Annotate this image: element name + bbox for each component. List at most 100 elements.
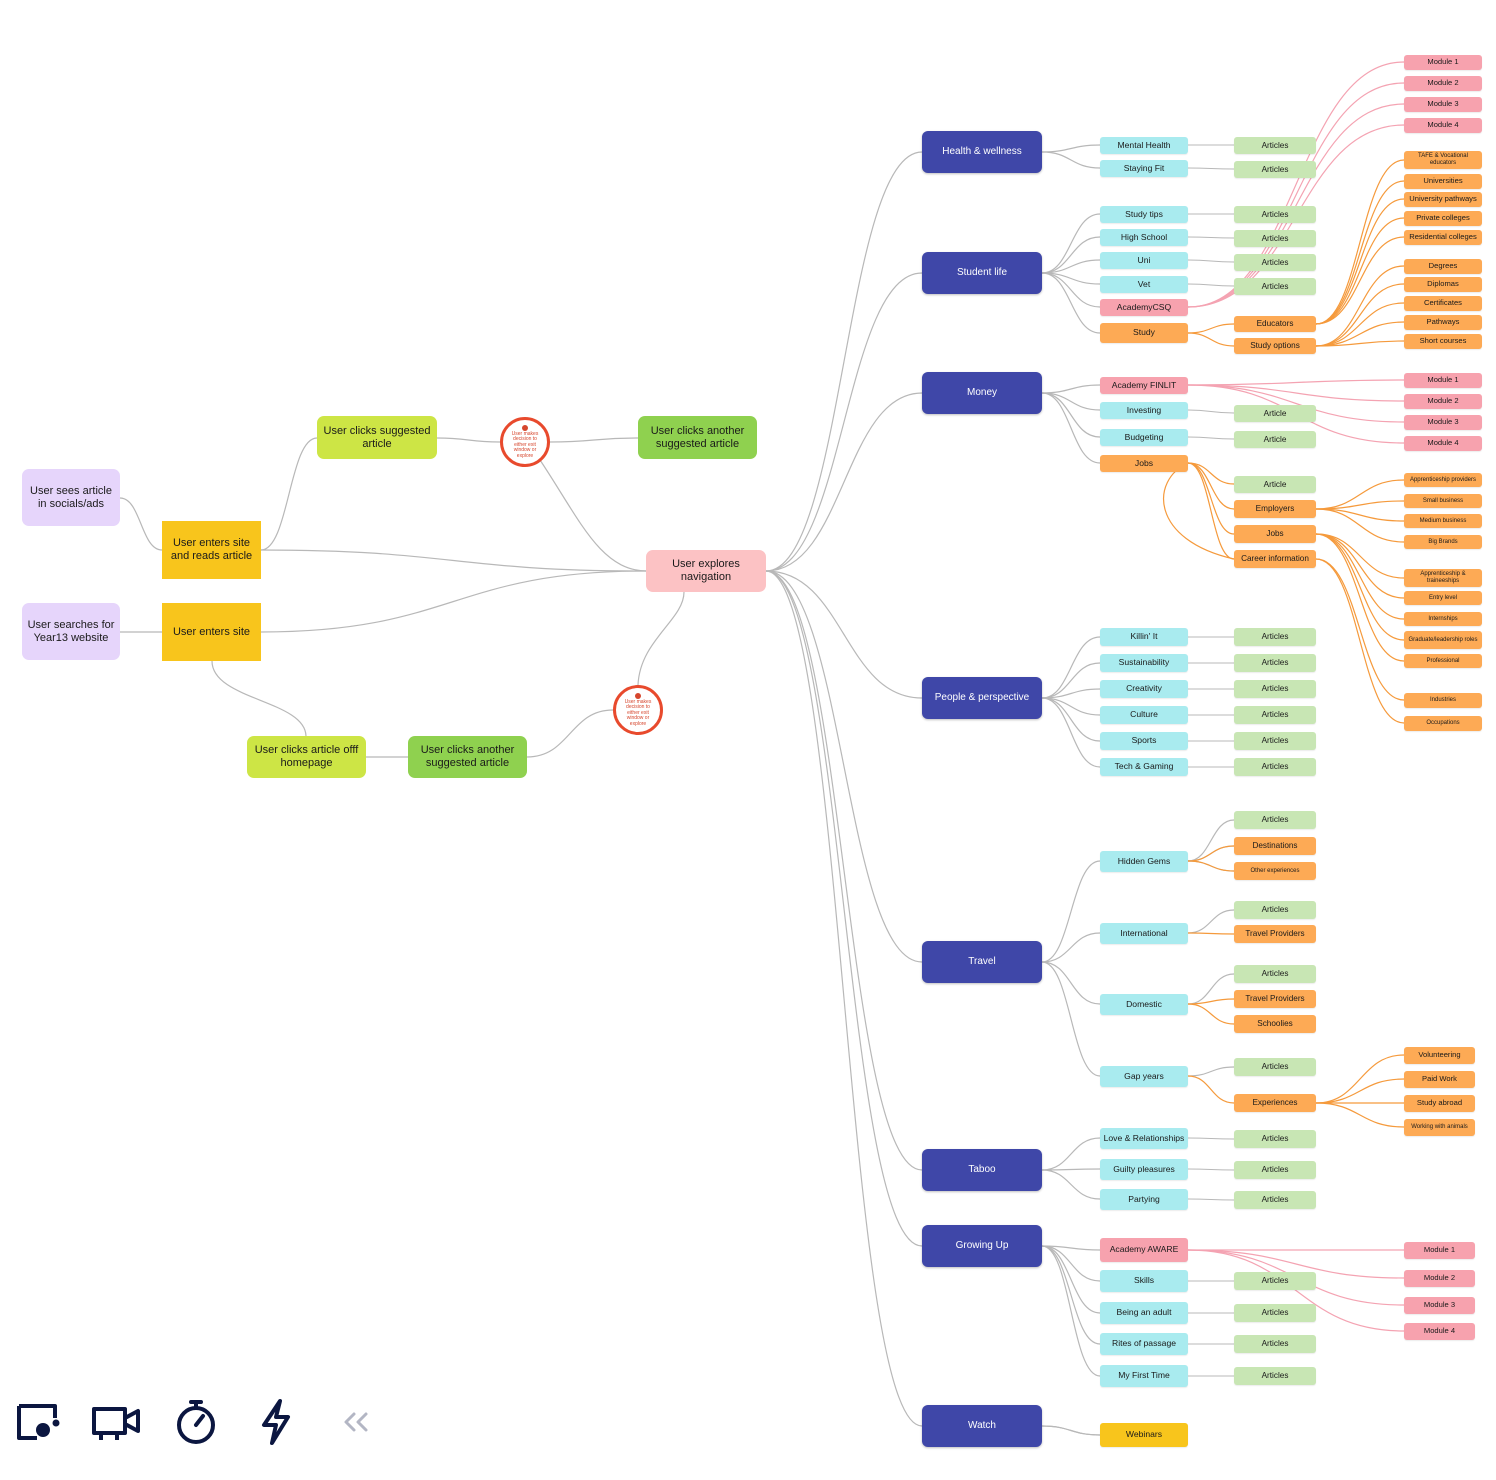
travel-providers-node[interactable]: Travel Providers xyxy=(1234,925,1316,943)
topic-international[interactable]: International xyxy=(1100,923,1188,944)
topic-study-tips[interactable]: Study tips xyxy=(1100,206,1188,223)
collapse-toolbar-button[interactable] xyxy=(330,1396,382,1448)
articles-node[interactable]: Articles xyxy=(1234,206,1316,223)
user-clicks-another-bottom-node[interactable]: User clicks another suggested article xyxy=(408,736,527,778)
destinations-node[interactable]: Destinations xyxy=(1234,837,1316,855)
other-experiences-node[interactable]: Other experiences xyxy=(1234,862,1316,880)
module-node[interactable]: Module 3 xyxy=(1404,415,1482,430)
job-type-node[interactable]: Apprenticeship & traineeships xyxy=(1404,569,1482,587)
job-type-node[interactable]: Internships xyxy=(1404,612,1482,626)
topic-sustainability[interactable]: Sustainability xyxy=(1100,654,1188,672)
articles-node[interactable]: Articles xyxy=(1234,161,1316,178)
user-clicks-another-top-node[interactable]: User clicks another suggested article xyxy=(638,416,757,459)
job-type-node[interactable]: Entry level xyxy=(1404,591,1482,605)
topic-vet[interactable]: Vet xyxy=(1100,276,1188,293)
employers-node[interactable]: Employers xyxy=(1234,500,1316,518)
articles-node[interactable]: Articles xyxy=(1234,732,1316,750)
topic-academy-csq[interactable]: AcademyCSQ xyxy=(1100,299,1188,316)
topic-academy-aware[interactable]: Academy AWARE xyxy=(1100,1238,1188,1262)
topic-guilty-pleasures[interactable]: Guilty pleasures xyxy=(1100,1159,1188,1180)
articles-node[interactable]: Articles xyxy=(1234,1161,1316,1179)
topic-love-relationships[interactable]: Love & Relationships xyxy=(1100,1128,1188,1149)
articles-node[interactable]: Articles xyxy=(1234,254,1316,271)
article-node[interactable]: Article xyxy=(1234,431,1316,448)
study-option-node[interactable]: Pathways xyxy=(1404,315,1482,330)
study-option-node[interactable]: Short courses xyxy=(1404,334,1482,349)
user-clicks-suggested-node[interactable]: User clicks suggested article xyxy=(317,416,437,459)
section-watch[interactable]: Watch xyxy=(922,1405,1042,1447)
experience-type-node[interactable]: Volunteering xyxy=(1404,1047,1475,1064)
decision-circle-bottom[interactable]: User makes decision to either exit windo… xyxy=(613,685,663,735)
job-type-node[interactable]: Graduate/leadership roles xyxy=(1404,631,1482,649)
module-node[interactable]: Module 3 xyxy=(1404,97,1482,112)
topic-academy-finlit[interactable]: Academy FINLIT xyxy=(1100,377,1188,394)
experiences-node[interactable]: Experiences xyxy=(1234,1094,1316,1112)
study-option-node[interactable]: Degrees xyxy=(1404,259,1482,274)
timer-button[interactable] xyxy=(170,1396,222,1448)
topic-budgeting[interactable]: Budgeting xyxy=(1100,429,1188,446)
articles-node[interactable]: Articles xyxy=(1234,1191,1316,1209)
articles-node[interactable]: Articles xyxy=(1234,965,1316,983)
user-sees-article-node[interactable]: User sees article in socials/ads xyxy=(22,469,120,526)
topic-partying[interactable]: Partying xyxy=(1100,1189,1188,1210)
screen-record-button[interactable] xyxy=(12,1396,64,1448)
study-option-node[interactable]: Diplomas xyxy=(1404,277,1482,292)
section-people-perspective[interactable]: People & perspective xyxy=(922,677,1042,719)
topic-killin-it[interactable]: Killin' It xyxy=(1100,628,1188,646)
educator-type-node[interactable]: Private colleges xyxy=(1404,211,1482,226)
educator-type-node[interactable]: University pathways xyxy=(1404,192,1482,207)
section-health-wellness[interactable]: Health & wellness xyxy=(922,131,1042,173)
experience-type-node[interactable]: Paid Work xyxy=(1404,1071,1475,1088)
employer-type-node[interactable]: Big Brands xyxy=(1404,535,1482,549)
topic-domestic[interactable]: Domestic xyxy=(1100,994,1188,1015)
module-node[interactable]: Module 1 xyxy=(1404,55,1482,70)
user-explores-navigation-node[interactable]: User explores navigation xyxy=(646,550,766,592)
educators-node[interactable]: Educators xyxy=(1234,316,1316,332)
articles-node[interactable]: Articles xyxy=(1234,1272,1316,1290)
topic-tech-gaming[interactable]: Tech & Gaming xyxy=(1100,758,1188,776)
educator-type-node[interactable]: TAFE & Vocational educators xyxy=(1404,151,1482,169)
user-clicks-offf-node[interactable]: User clicks article offf homepage xyxy=(247,736,366,778)
articles-node[interactable]: Articles xyxy=(1234,654,1316,672)
articles-node[interactable]: Articles xyxy=(1234,1367,1316,1385)
user-enters-reads-node[interactable]: User enters site and reads article xyxy=(162,521,261,579)
topic-uni[interactable]: Uni xyxy=(1100,252,1188,269)
module-node[interactable]: Module 3 xyxy=(1404,1297,1475,1314)
articles-node[interactable]: Articles xyxy=(1234,1058,1316,1076)
topic-rites-of-passage[interactable]: Rites of passage xyxy=(1100,1333,1188,1355)
employer-type-node[interactable]: Medium business xyxy=(1404,514,1482,528)
topic-high-school[interactable]: High School xyxy=(1100,229,1188,246)
module-node[interactable]: Module 1 xyxy=(1404,1242,1475,1259)
articles-node[interactable]: Articles xyxy=(1234,706,1316,724)
jobs-node[interactable]: Jobs xyxy=(1234,525,1316,543)
articles-node[interactable]: Articles xyxy=(1234,811,1316,829)
module-node[interactable]: Module 4 xyxy=(1404,1323,1475,1340)
experience-type-node[interactable]: Study abroad xyxy=(1404,1095,1475,1112)
articles-node[interactable]: Articles xyxy=(1234,901,1316,919)
module-node[interactable]: Module 1 xyxy=(1404,373,1482,388)
topic-mental-health[interactable]: Mental Health xyxy=(1100,137,1188,154)
module-node[interactable]: Module 2 xyxy=(1404,1270,1475,1287)
study-option-node[interactable]: Certificates xyxy=(1404,296,1482,311)
section-growing-up[interactable]: Growing Up xyxy=(922,1225,1042,1267)
section-travel[interactable]: Travel xyxy=(922,941,1042,983)
topic-study[interactable]: Study xyxy=(1100,323,1188,343)
user-enters-site-node[interactable]: User enters site xyxy=(162,603,261,661)
topic-skills[interactable]: Skills xyxy=(1100,1270,1188,1292)
topic-my-first-time[interactable]: My First Time xyxy=(1100,1365,1188,1387)
employer-type-node[interactable]: Small business xyxy=(1404,494,1482,508)
topic-being-an-adult[interactable]: Being an adult xyxy=(1100,1302,1188,1324)
articles-node[interactable]: Articles xyxy=(1234,230,1316,247)
video-button[interactable] xyxy=(90,1396,142,1448)
articles-node[interactable]: Articles xyxy=(1234,137,1316,154)
module-node[interactable]: Module 2 xyxy=(1404,394,1482,409)
decision-circle-top[interactable]: User makes decision to either exit windo… xyxy=(500,417,550,467)
career-information-node[interactable]: Career information xyxy=(1234,550,1316,568)
articles-node[interactable]: Articles xyxy=(1234,628,1316,646)
topic-jobs[interactable]: Jobs xyxy=(1100,455,1188,472)
career-type-node[interactable]: Industries xyxy=(1404,693,1482,708)
section-student-life[interactable]: Student life xyxy=(922,252,1042,294)
educator-type-node[interactable]: Universities xyxy=(1404,174,1482,189)
articles-node[interactable]: Articles xyxy=(1234,278,1316,295)
